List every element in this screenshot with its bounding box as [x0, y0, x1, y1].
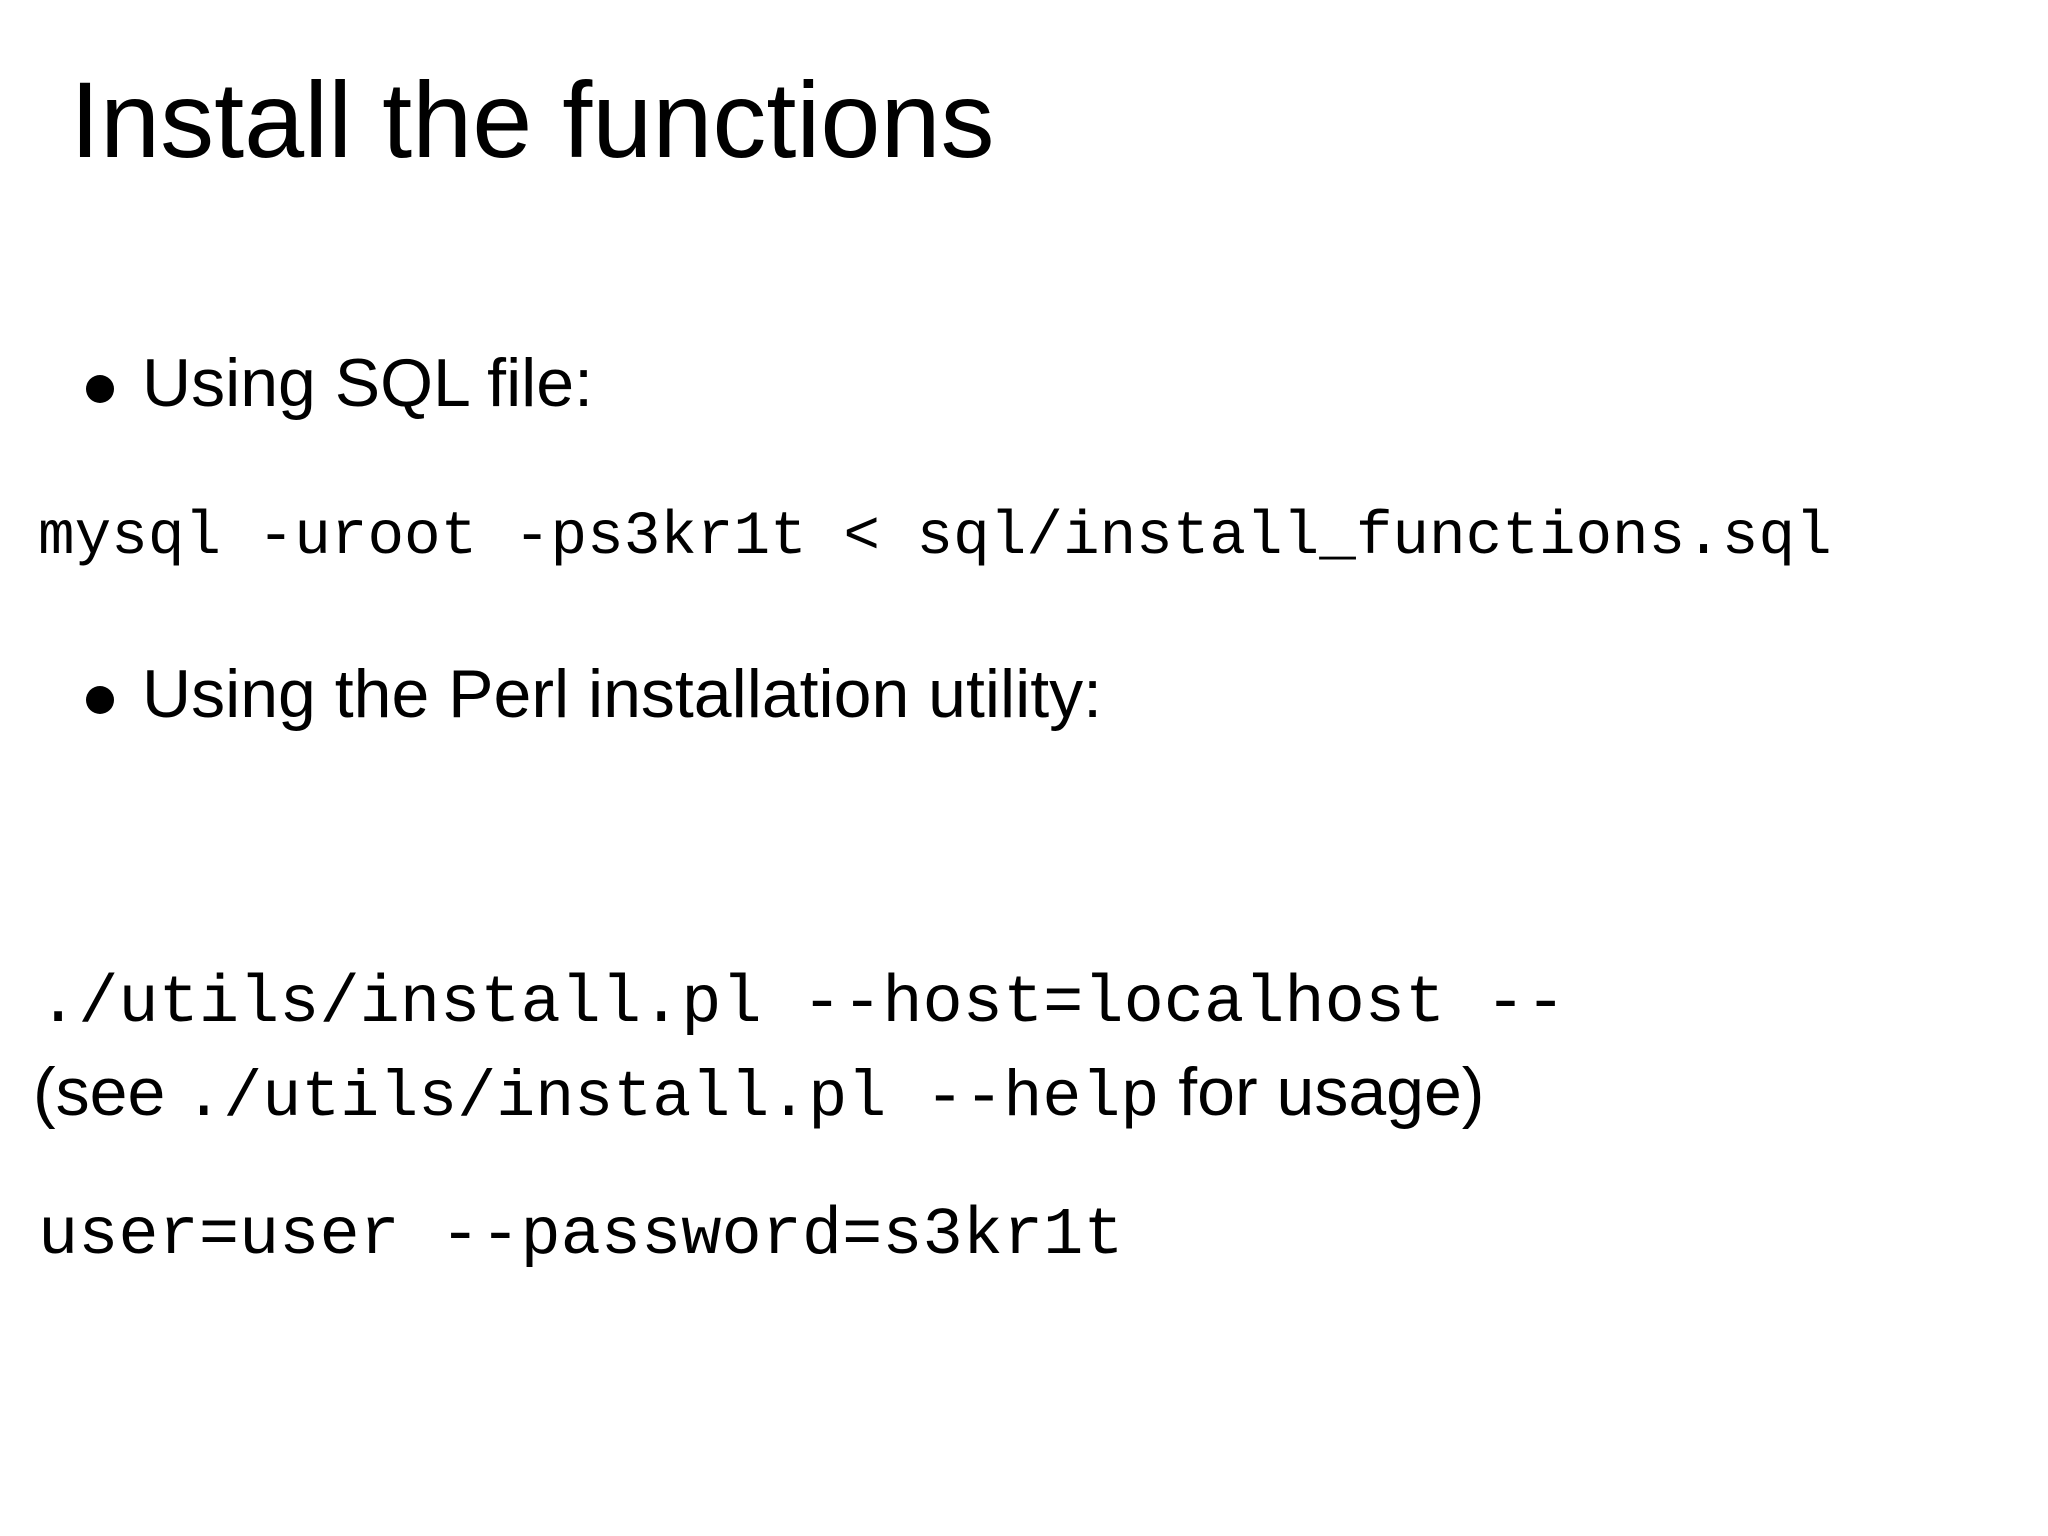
- code-line-mysql-command: mysql -uroot -ps3kr1t < sql/install_func…: [38, 503, 1832, 572]
- bullet-icon: [86, 375, 114, 403]
- code-line: user=user --password=s3kr1t: [38, 1198, 1124, 1274]
- note-code-install-help: ./utils/install.pl --help: [184, 1061, 1160, 1135]
- bullet-label-perl-utility: Using the Perl installation utility:: [142, 656, 1103, 732]
- page-title: Install the functions: [70, 59, 995, 180]
- bullet-label-sql-file: Using SQL file:: [142, 345, 593, 421]
- note-prefix: (see: [33, 1054, 185, 1130]
- code-line: ./utils/install.pl --host=localhost --: [38, 966, 1566, 1042]
- note-suffix: for usage): [1159, 1054, 1485, 1130]
- bullet-icon: [86, 686, 114, 714]
- code-block-install-command: ./utils/install.pl --host=localhost -- u…: [38, 812, 1566, 1428]
- note-line: (see ./utils/install.pl --help for usage…: [33, 1055, 1484, 1135]
